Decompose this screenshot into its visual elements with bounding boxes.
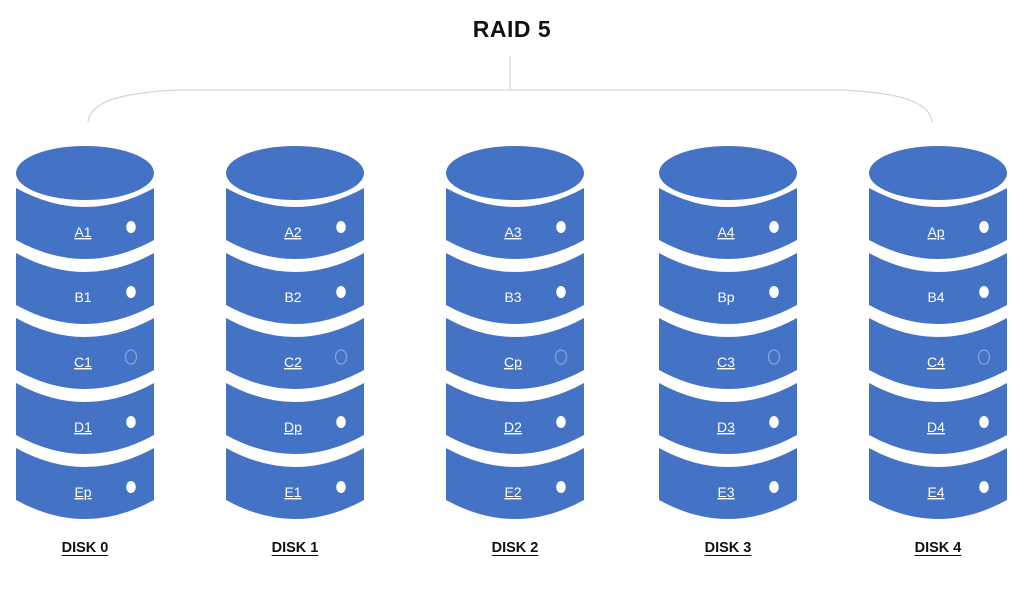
disk-segment	[16, 383, 154, 454]
led-dot-icon	[126, 221, 136, 233]
disk-segment	[226, 383, 364, 454]
disk-label: DISK 0	[61, 540, 109, 556]
led-ring-icon	[334, 349, 348, 365]
disk-segment	[446, 188, 584, 259]
disk-segment	[659, 253, 797, 324]
led-dot-icon	[979, 416, 989, 428]
disk-segment	[659, 188, 797, 259]
led-ring-icon	[554, 349, 568, 365]
block-label: D3	[717, 419, 735, 435]
disk-segment	[226, 188, 364, 259]
block-label: B4	[927, 289, 944, 305]
disk-segment	[16, 253, 154, 324]
disk-segment	[446, 383, 584, 454]
disk-label: DISK 4	[914, 540, 962, 556]
block-label: E3	[717, 484, 734, 500]
disk-segment	[16, 448, 154, 519]
block-label: D4	[927, 419, 945, 435]
disk-segment	[659, 318, 797, 389]
disk-segment	[446, 318, 584, 389]
disk-segment	[226, 448, 364, 519]
disk-segment	[446, 448, 584, 519]
led-dot-icon	[769, 286, 779, 298]
disk-top-cap-icon	[446, 146, 584, 200]
block-label: C4	[927, 354, 945, 370]
block-label: C1	[74, 354, 92, 370]
led-dot-icon	[126, 481, 136, 493]
disk-label: DISK 2	[491, 540, 539, 556]
led-dot-icon	[769, 481, 779, 493]
block-label: E2	[504, 484, 521, 500]
led-dot-icon	[769, 221, 779, 233]
disk-top-cap-icon	[16, 146, 154, 200]
led-dot-icon	[556, 221, 566, 233]
disk-segment	[869, 318, 1007, 389]
led-dot-icon	[336, 221, 346, 233]
block-label: Ap	[927, 224, 944, 240]
block-label: Cp	[504, 354, 522, 370]
block-label: E4	[927, 484, 944, 500]
block-label: Dp	[284, 419, 302, 435]
led-ring-icon	[977, 349, 991, 365]
diagram-title: RAID 5	[472, 16, 552, 42]
led-ring-icon	[767, 349, 781, 365]
connector-bracket	[87, 56, 933, 123]
led-dot-icon	[126, 286, 136, 298]
block-label: E1	[284, 484, 301, 500]
block-label: C2	[284, 354, 302, 370]
led-dot-icon	[336, 286, 346, 298]
block-label: B3	[504, 289, 521, 305]
led-dot-icon	[979, 286, 989, 298]
block-label: A2	[284, 224, 301, 240]
block-label: B2	[284, 289, 301, 305]
led-dot-icon	[336, 416, 346, 428]
led-dot-icon	[556, 416, 566, 428]
disk-label: DISK 1	[271, 540, 319, 556]
block-label: A4	[717, 224, 734, 240]
disk-segment	[869, 253, 1007, 324]
disk-segment	[226, 253, 364, 324]
disk-segment	[659, 383, 797, 454]
block-label: B1	[74, 289, 91, 305]
disk-segment	[16, 318, 154, 389]
led-dot-icon	[979, 481, 989, 493]
led-dot-icon	[126, 416, 136, 428]
disk-top-cap-icon	[659, 146, 797, 200]
disk-segment	[869, 383, 1007, 454]
disk-label: DISK 3	[704, 540, 752, 556]
disk-top-cap-icon	[226, 146, 364, 200]
block-label: D1	[74, 419, 92, 435]
disk-segment	[226, 318, 364, 389]
block-label: D2	[504, 419, 522, 435]
led-dot-icon	[336, 481, 346, 493]
block-label: Ep	[74, 484, 91, 500]
led-dot-icon	[979, 221, 989, 233]
disk-top-cap-icon	[869, 146, 1007, 200]
disk-segment	[659, 448, 797, 519]
led-dot-icon	[556, 286, 566, 298]
block-label: A3	[504, 224, 521, 240]
disk-segment	[16, 188, 154, 259]
led-dot-icon	[769, 416, 779, 428]
block-label: C3	[717, 354, 735, 370]
bracket-arc-line	[87, 89, 933, 123]
led-dot-icon	[556, 481, 566, 493]
disk-segment	[446, 253, 584, 324]
disk-segment	[869, 448, 1007, 519]
block-label: Bp	[717, 289, 734, 305]
block-label: A1	[74, 224, 91, 240]
led-ring-icon	[124, 349, 138, 365]
disk-segment	[869, 188, 1007, 259]
